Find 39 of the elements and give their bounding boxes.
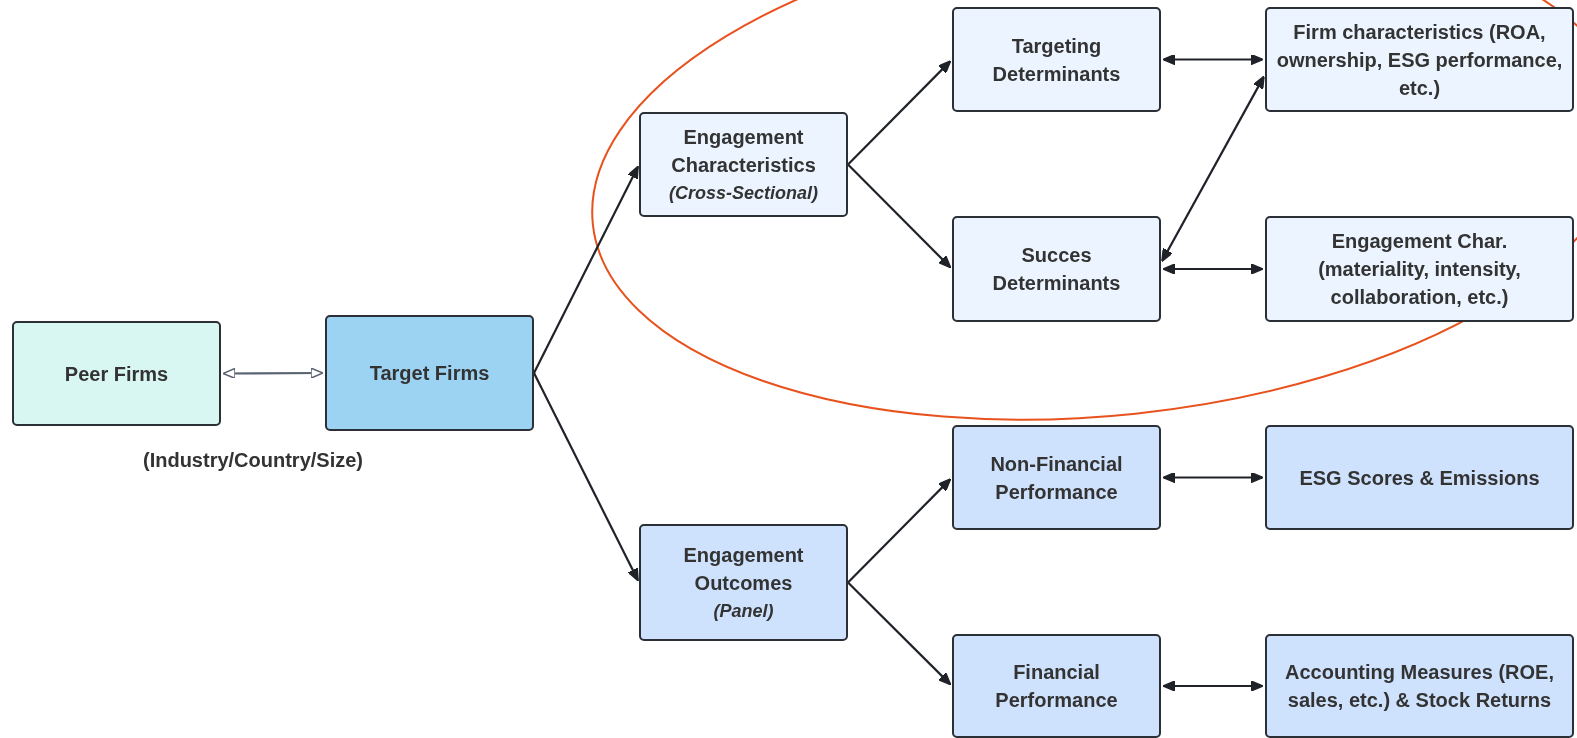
box-text: Accounting Measures (ROE, sales, etc.) & Stock Returns bbox=[1284, 660, 1555, 713]
arrow bbox=[1162, 680, 1264, 692]
subtitle-text: (Panel) bbox=[713, 599, 774, 623]
process-box bbox=[639, 524, 848, 641]
box-text: Firm characteristics (ROA, ownership, ESG performance, etc.) bbox=[1275, 19, 1564, 101]
process-box bbox=[1265, 7, 1574, 112]
arrow bbox=[1161, 75, 1265, 262]
box-text: Succes Determinants bbox=[991, 243, 1122, 296]
process-box bbox=[952, 216, 1161, 322]
box-text: Engagement Outcomes bbox=[682, 542, 805, 596]
process-box bbox=[1265, 216, 1574, 322]
box-text: Target Firms bbox=[369, 361, 490, 386]
arrow bbox=[1162, 53, 1264, 66]
box-text: Targeting Determinants bbox=[991, 33, 1122, 87]
box-text: ESG Scores & Emissions bbox=[1299, 465, 1540, 491]
box-text: Engagement Characteristics bbox=[670, 124, 817, 178]
process-box bbox=[1265, 425, 1574, 530]
arrow bbox=[847, 163, 952, 269]
process-box bbox=[952, 634, 1161, 738]
arrow bbox=[222, 367, 324, 380]
arrow bbox=[847, 60, 952, 166]
process-box bbox=[12, 321, 221, 426]
arrow bbox=[1162, 263, 1264, 275]
subtitle-text: (Cross-Sectional) bbox=[669, 181, 818, 205]
box-text: Peer Firms bbox=[64, 361, 169, 387]
arrow bbox=[533, 372, 639, 582]
arrow bbox=[533, 165, 639, 374]
process-box bbox=[952, 425, 1161, 530]
process-box bbox=[325, 315, 534, 431]
arrow bbox=[847, 478, 952, 584]
process-box bbox=[639, 112, 848, 217]
box-text: Engagement Char. (materiality, intensity, collaboration, etc.) bbox=[1317, 229, 1522, 310]
box-text: Financial Performance bbox=[994, 660, 1119, 713]
process-box bbox=[952, 7, 1161, 112]
box-text: Non-Financial Performance bbox=[989, 451, 1124, 505]
arrow bbox=[1162, 471, 1264, 484]
process-box bbox=[1265, 634, 1574, 738]
note-text: (Industry/Country/Size) bbox=[143, 449, 363, 472]
arrow bbox=[847, 581, 952, 686]
